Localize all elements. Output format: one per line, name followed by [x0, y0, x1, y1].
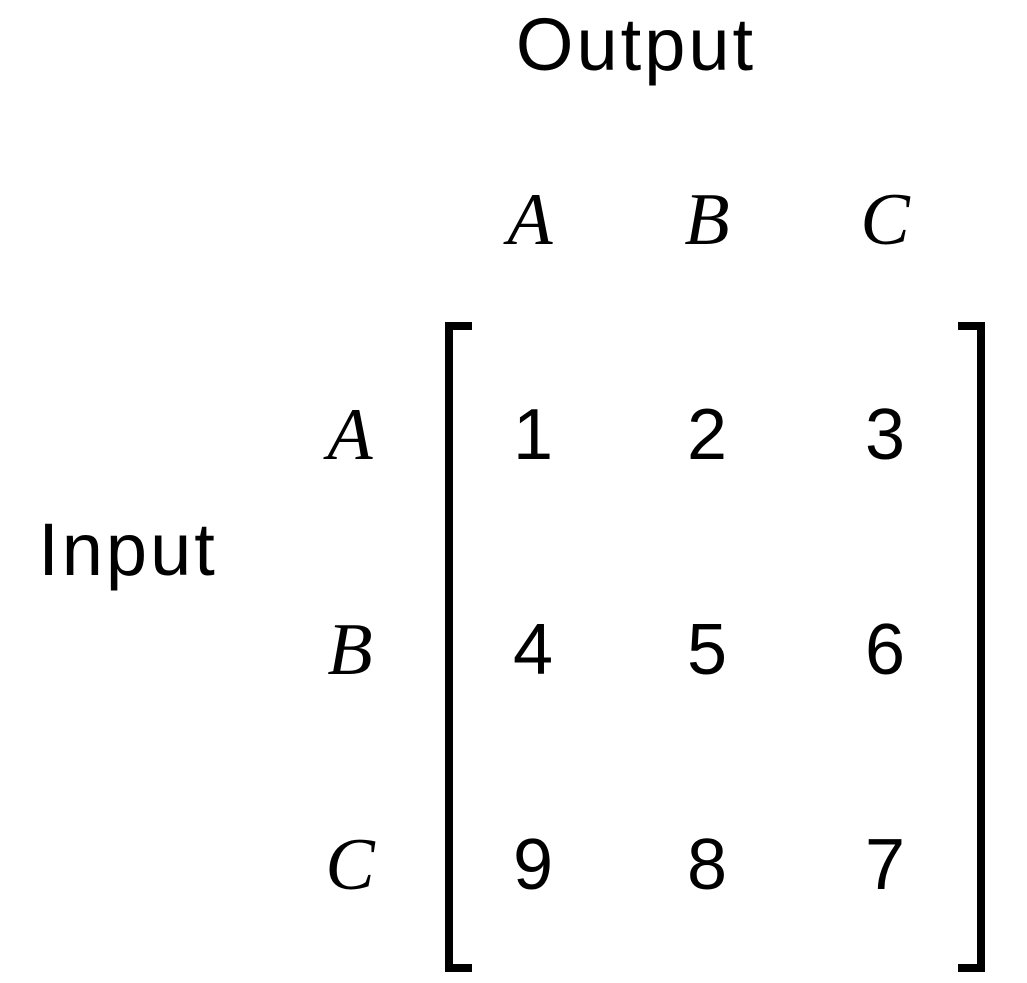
- row-header-c: C: [325, 824, 375, 906]
- column-header-c: C: [860, 179, 910, 261]
- matrix-cell: 4: [512, 610, 554, 690]
- matrix-cell: 5: [686, 610, 728, 690]
- column-header-a: A: [507, 179, 553, 261]
- left-bracket: [445, 322, 472, 972]
- matrix-cell: 8: [686, 825, 728, 905]
- row-header-b: B: [327, 609, 373, 691]
- right-bracket: [958, 322, 985, 972]
- matrix-cell: 6: [864, 610, 906, 690]
- matrix-cell: 2: [686, 395, 728, 475]
- input-axis-label: Input: [38, 508, 218, 591]
- output-axis-label: Output: [515, 3, 757, 86]
- matrix-cell: 7: [864, 825, 906, 905]
- matrix-cell: 3: [864, 395, 906, 475]
- matrix-cell: 9: [512, 825, 554, 905]
- column-header-b: B: [684, 179, 730, 261]
- row-header-a: A: [327, 394, 373, 476]
- matrix-cell: 1: [512, 395, 554, 475]
